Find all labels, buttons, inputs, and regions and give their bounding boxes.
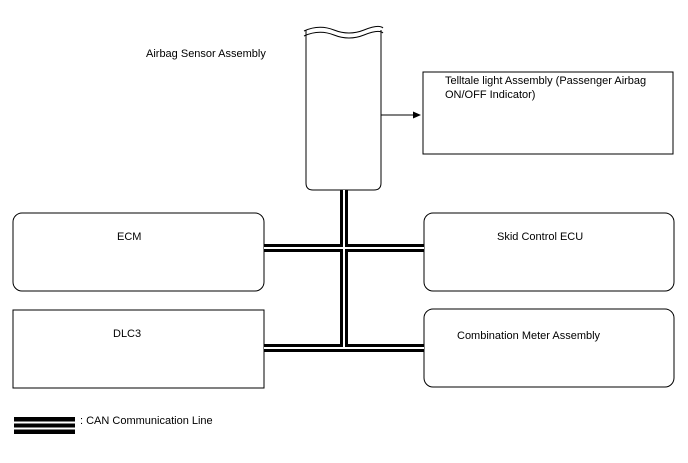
combination-meter-box <box>423 308 675 388</box>
can-bus-lines <box>264 190 424 352</box>
telltale-box <box>422 71 674 155</box>
dlc3-label: DLC3 <box>113 328 142 340</box>
dlc3-box <box>12 309 265 389</box>
combination-meter-label: Combination Meter Assembly <box>457 330 601 342</box>
telltale-label: Telltale light Assembly (Passenger Airba… <box>445 75 647 101</box>
airbag-sensor-label: Airbag Sensor Assembly <box>146 48 266 60</box>
skid-control-label: Skid Control ECU <box>497 231 584 243</box>
airbag-sensor-box <box>303 25 384 191</box>
legend-can-line-label: : CAN Communication Line <box>80 415 213 427</box>
indicator-signal-arrow <box>381 111 421 119</box>
skid-control-box <box>423 212 675 292</box>
ecm-label: ECM <box>117 231 142 243</box>
legend-can-line-sample <box>14 417 75 434</box>
ecm-box <box>12 212 265 292</box>
